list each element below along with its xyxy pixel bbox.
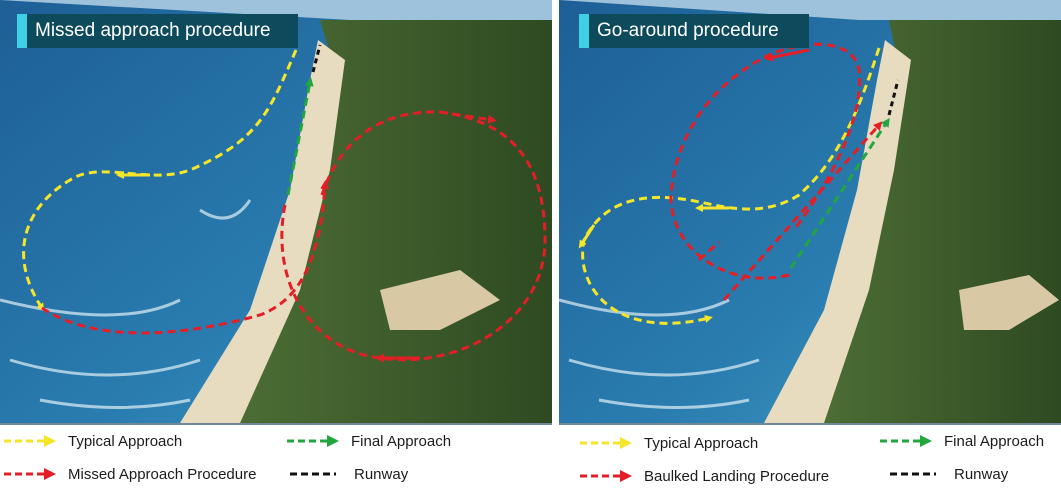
aerial-coastline-image — [0, 0, 552, 423]
baulked-landing-loop — [669, 42, 862, 280]
legend-label: Typical Approach — [644, 434, 759, 452]
yellow-dashed-arrow-icon — [4, 435, 56, 447]
sand-dune — [380, 270, 500, 330]
legend-runway: Runway — [890, 463, 1008, 485]
legend-label: Missed Approach Procedure — [68, 465, 257, 483]
green-dashed-arrow-icon — [287, 435, 339, 447]
runway-line — [887, 79, 900, 116]
legend-label: Runway — [354, 465, 409, 483]
missed-approach-panel: Missed approach procedure — [0, 0, 552, 423]
surf-lines — [0, 199, 252, 409]
title-accent-bar — [17, 14, 27, 48]
sky-haze — [559, 0, 1061, 20]
sky-haze — [0, 0, 552, 20]
red-dashed-arrow-icon — [580, 470, 632, 482]
sand-dune — [959, 275, 1059, 330]
typical-approach-arrow-left — [578, 224, 596, 249]
legend-label: Final Approach — [351, 432, 452, 450]
missed-approach-loop — [280, 110, 547, 362]
panel-title: Missed approach procedure — [35, 20, 271, 41]
black-dashed-line-icon — [290, 472, 336, 476]
legend-divider — [0, 423, 552, 425]
legend-final-approach: Final Approach — [287, 430, 451, 452]
legend-label: Final Approach — [944, 432, 1045, 450]
beach — [764, 40, 911, 423]
final-approach-path — [789, 117, 890, 269]
red-dashed-arrow-icon — [4, 468, 56, 480]
beach — [180, 40, 345, 423]
title-accent-bar — [579, 14, 589, 48]
yellow-dashed-arrow-icon — [580, 437, 632, 449]
final-approach-path — [286, 77, 314, 196]
aerial-coastline-image — [559, 0, 1061, 423]
baulked-landing-segment — [697, 240, 721, 262]
baulked-landing-arrow-top — [764, 48, 810, 62]
legend-runway: Runway — [290, 463, 408, 485]
missed-approach-arrow-top — [439, 110, 497, 124]
surf-lines — [559, 298, 760, 409]
green-dashed-arrow-icon — [880, 435, 932, 447]
legend-divider — [559, 423, 1061, 425]
legend-typical-approach: Typical Approach — [580, 432, 758, 454]
go-around-panel: Go-around procedure — [559, 0, 1061, 423]
legend-label: Runway — [954, 465, 1009, 483]
legend-label: Typical Approach — [68, 432, 183, 450]
legend-final-approach: Final Approach — [880, 430, 1044, 452]
missed-approach-path — [41, 180, 330, 335]
legend-baulked-landing: Baulked Landing Procedure — [580, 465, 829, 487]
legend-missed-approach: Missed Approach Procedure — [4, 463, 256, 485]
runway-line — [311, 44, 322, 73]
black-dashed-line-icon — [890, 472, 936, 476]
panel-title: Go-around procedure — [597, 20, 779, 41]
panel-title-box: Missed approach procedure — [17, 14, 298, 48]
panel-title-box: Go-around procedure — [579, 14, 809, 48]
legend-typical-approach: Typical Approach — [4, 430, 182, 452]
legend-label: Baulked Landing Procedure — [644, 467, 830, 485]
